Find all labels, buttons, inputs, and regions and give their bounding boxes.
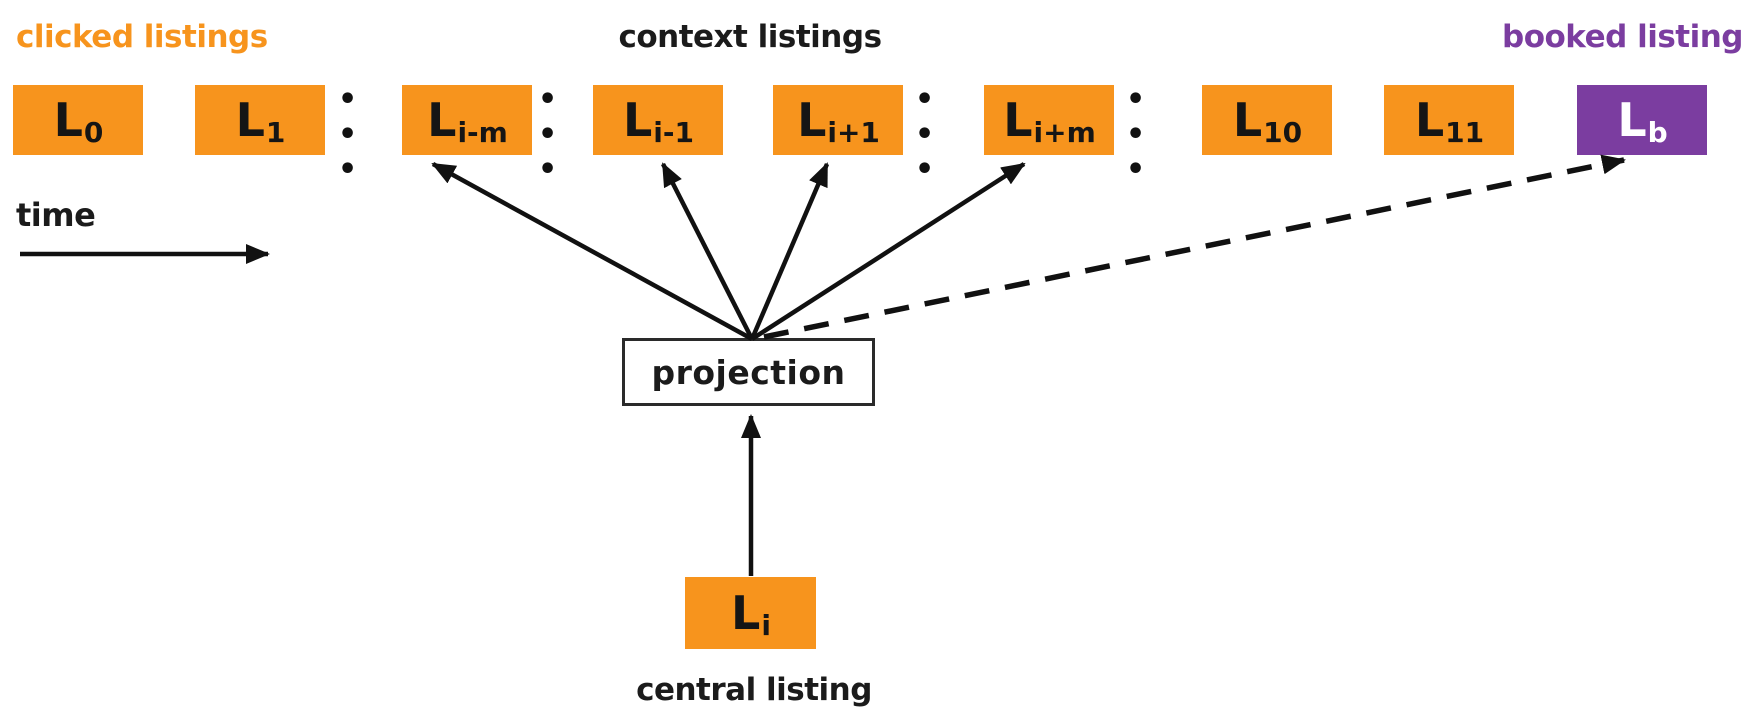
listing-label-main: L: [235, 93, 265, 147]
listing-label-sub: b: [1647, 116, 1668, 149]
listing-label-main: L: [1003, 93, 1033, 147]
context-listings-label: context listings: [618, 19, 882, 55]
projection-box: projection: [622, 338, 875, 406]
arrow-projection-to-li-1: [660, 162, 755, 341]
arrow-projection-to-booked-dashed: [763, 154, 1626, 340]
listing-label-sub: 10: [1263, 116, 1303, 149]
time-label: time: [16, 196, 96, 234]
ellipsis-dots3: • • •: [915, 81, 940, 187]
listing-label-main: L: [427, 93, 457, 147]
listing-label-main: L: [622, 93, 653, 147]
listing-label-sub: i: [761, 609, 771, 642]
listing-label-main: L: [53, 93, 83, 147]
ellipsis-dots2: • • •: [538, 81, 563, 187]
listing-label-main: L: [797, 93, 827, 147]
central-listing-caption: central listing: [636, 672, 872, 708]
listing-label-sub: i+1: [827, 116, 880, 149]
listing-label-sub: 11: [1445, 116, 1485, 149]
booked-listing-label: booked listing: [1502, 19, 1744, 55]
listing-label-sub: i-m: [457, 116, 508, 149]
ellipsis-dots4: • • •: [1126, 81, 1151, 187]
listing-label-sub: 0: [83, 116, 104, 149]
listing-label-main: L: [1414, 93, 1445, 147]
listing-label-sub: i+m: [1033, 116, 1096, 149]
listing-label-main: L: [731, 586, 761, 640]
ellipsis-dots1: • • •: [338, 81, 363, 187]
listing-label-sub: i-1: [653, 116, 694, 149]
listing-label-main: L: [1232, 93, 1263, 147]
listing-label-sub: 1: [265, 116, 286, 149]
arrow-projection-to-li+m: [750, 162, 1026, 341]
clicked-listings-label: clicked listings: [16, 19, 268, 55]
listing-box-central: L i: [685, 577, 816, 649]
arrow-projection-to-li+1: [749, 162, 830, 340]
listing-label-main: L: [1617, 93, 1647, 147]
arrow-projection-to-li-m: [431, 162, 754, 341]
